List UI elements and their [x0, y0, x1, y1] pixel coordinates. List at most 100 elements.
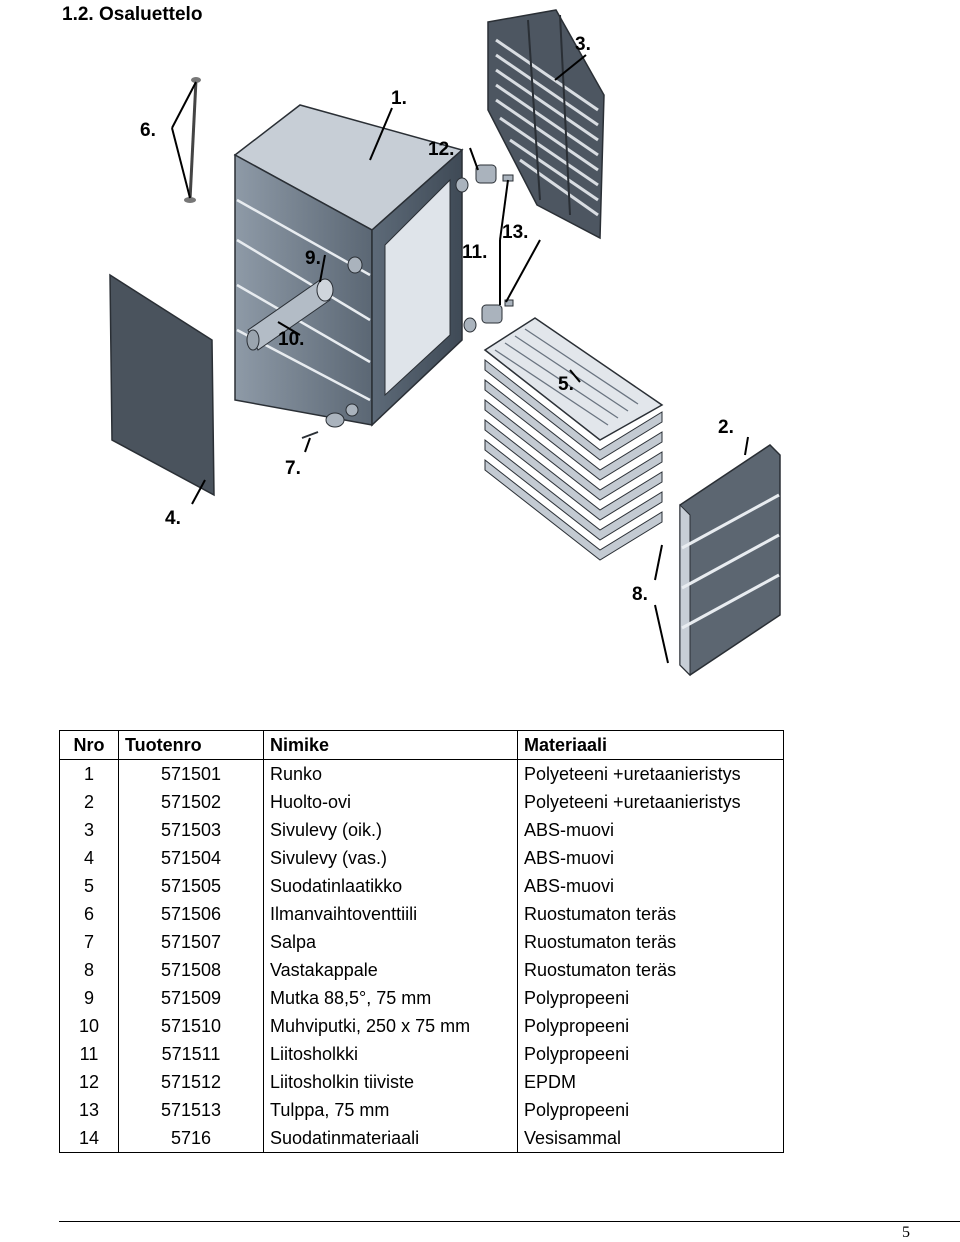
cell-nimike: Huolto-ovi [263, 788, 518, 816]
cell-nro: 2 [59, 788, 119, 816]
table-header-row: Nro Tuotenro Nimike Materiaali [59, 730, 784, 760]
cell-tuotenro: 5716 [118, 1124, 264, 1153]
column-header-nimike: Nimike [263, 730, 518, 760]
cell-materiaali: Polypropeeni [517, 1040, 784, 1068]
cell-nimike: Muhviputki, 250 x 75 mm [263, 1012, 518, 1040]
connector-parts [455, 164, 514, 333]
cell-nro: 12 [59, 1068, 119, 1096]
pipe-elbow-part [246, 278, 334, 351]
cell-tuotenro: 571511 [118, 1040, 264, 1068]
cell-tuotenro: 571507 [118, 928, 264, 956]
cell-materiaali: Polyeteeni +uretaanieristys [517, 788, 784, 816]
column-header-nro: Nro [59, 730, 119, 760]
cell-nro: 11 [59, 1040, 119, 1068]
callout-1: 1. [391, 88, 407, 109]
page-number: 5 [902, 1224, 910, 1241]
cell-nimike: Mutka 88,5°, 75 mm [263, 984, 518, 1012]
callout-12: 12. [428, 139, 454, 160]
cell-nimike: Sivulevy (vas.) [263, 844, 518, 872]
cell-nimike: Sivulevy (oik.) [263, 816, 518, 844]
cell-tuotenro: 571508 [118, 956, 264, 984]
callout-9: 9. [305, 248, 321, 269]
exploded-view-diagram: 6. 1. 12. 3. 13. 9. 11. 10. 5. 2. 7. 4. … [109, 9, 781, 677]
footer-divider [59, 1221, 960, 1222]
cell-nro: 5 [59, 872, 119, 900]
cell-nro: 14 [59, 1124, 119, 1153]
cell-nimike: Vastakappale [263, 956, 518, 984]
column-header-materiaali: Materiaali [517, 730, 784, 760]
cell-nimike: Tulppa, 75 mm [263, 1096, 518, 1124]
filter-box-part [483, 317, 664, 561]
cell-materiaali: Vesisammal [517, 1124, 784, 1153]
cell-nimike: Suodatinmateriaali [263, 1124, 518, 1153]
cell-nro: 3 [59, 816, 119, 844]
cell-nro: 9 [59, 984, 119, 1012]
ventilation-valve-part [184, 77, 201, 203]
side-panel-right-part [487, 9, 605, 240]
cell-tuotenro: 571513 [118, 1096, 264, 1124]
cell-materiaali: Polypropeeni [517, 1096, 784, 1124]
cell-nimike: Liitosholkin tiiviste [263, 1068, 518, 1096]
cell-tuotenro: 571501 [118, 759, 264, 788]
cell-materiaali: Ruostumaton teräs [517, 956, 784, 984]
cell-materiaali: ABS-muovi [517, 816, 784, 844]
cell-nimike: Runko [263, 759, 518, 788]
cell-tuotenro: 571510 [118, 1012, 264, 1040]
cell-nimike: Salpa [263, 928, 518, 956]
cell-materiaali: Polypropeeni [517, 1012, 784, 1040]
callout-2: 2. [718, 417, 734, 438]
cell-materiaali: ABS-muovi [517, 872, 784, 900]
side-panel-left-part [109, 273, 215, 497]
cell-materiaali: Ruostumaton teräs [517, 928, 784, 956]
cell-tuotenro: 571512 [118, 1068, 264, 1096]
cell-nimike: Ilmanvaihtoventtiili [263, 900, 518, 928]
cell-nimike: Suodatinlaatikko [263, 872, 518, 900]
section-heading: 1.2. Osaluettelo [62, 4, 203, 25]
cell-nro: 7 [59, 928, 119, 956]
cell-tuotenro: 571504 [118, 844, 264, 872]
callout-3: 3. [575, 34, 591, 55]
cell-materiaali: EPDM [517, 1068, 784, 1096]
callout-10: 10. [278, 329, 304, 350]
cell-nro: 10 [59, 1012, 119, 1040]
cell-materiaali: ABS-muovi [517, 844, 784, 872]
cell-nro: 4 [59, 844, 119, 872]
cell-nro: 1 [59, 759, 119, 788]
cell-nimike: Liitosholkki [263, 1040, 518, 1068]
cell-nro: 6 [59, 900, 119, 928]
callout-13: 13. [502, 222, 528, 243]
callout-4: 4. [165, 508, 181, 529]
cell-tuotenro: 571506 [118, 900, 264, 928]
cell-tuotenro: 571509 [118, 984, 264, 1012]
cell-nro: 13 [59, 1096, 119, 1124]
cell-tuotenro: 571505 [118, 872, 264, 900]
callout-5: 5. [558, 374, 574, 395]
callout-11: 11. [462, 242, 487, 263]
column-header-tuotenro: Tuotenro [118, 730, 264, 760]
cell-materiaali: Polyeteeni +uretaanieristys [517, 759, 784, 788]
cell-tuotenro: 571503 [118, 816, 264, 844]
callout-leader-lines [171, 54, 749, 664]
cell-materiaali: Polypropeeni [517, 984, 784, 1012]
callout-6: 6. [140, 120, 156, 141]
body-frame-part [233, 104, 464, 427]
callout-8: 8. [632, 584, 648, 605]
latch-part [301, 403, 359, 439]
cell-materiaali: Ruostumaton teräs [517, 900, 784, 928]
cell-nro: 8 [59, 956, 119, 984]
